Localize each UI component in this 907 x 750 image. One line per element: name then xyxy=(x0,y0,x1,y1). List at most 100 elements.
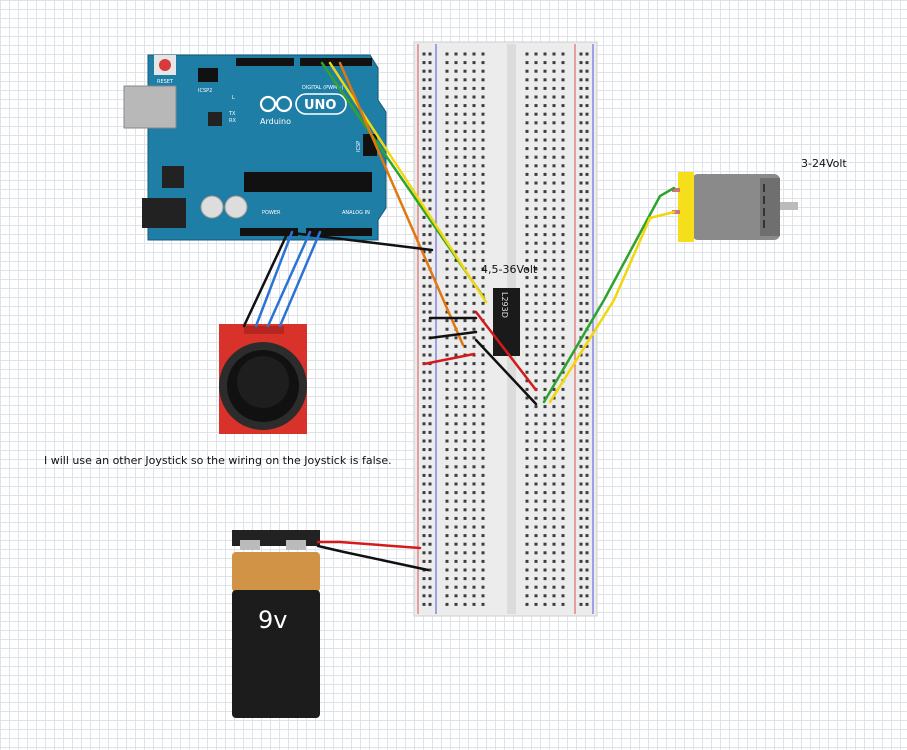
breadboard-hole xyxy=(561,319,565,323)
breadboard-hole xyxy=(585,516,589,520)
breadboard-hole xyxy=(585,172,589,176)
breadboard-hole xyxy=(481,241,485,245)
breadboard-hole xyxy=(445,86,449,90)
breadboard-hole xyxy=(454,267,458,271)
breadboard-hole xyxy=(543,336,547,340)
breadboard-hole xyxy=(463,155,467,159)
breadboard-hole xyxy=(534,379,538,383)
breadboard-hole xyxy=(454,155,458,159)
wiring-note: I will use an other Joystick so the wiri… xyxy=(44,454,392,467)
breadboard-hole xyxy=(585,430,589,434)
wire-red-battery xyxy=(316,540,422,550)
battery-terminal-1 xyxy=(240,540,260,550)
breadboard-hole xyxy=(561,405,565,409)
joystick-pins xyxy=(244,326,284,334)
breadboard-hole xyxy=(525,551,529,555)
breadboard-hole xyxy=(585,551,589,555)
breadboard-hole xyxy=(534,138,538,142)
breadboard-hole xyxy=(428,456,432,460)
breadboard-hole xyxy=(534,301,538,305)
breadboard-hole xyxy=(428,293,432,297)
breadboard-hole xyxy=(552,104,556,108)
tx-label: TX xyxy=(228,111,236,117)
breadboard-hole xyxy=(525,439,529,443)
breadboard-hole xyxy=(585,336,589,340)
breadboard-hole xyxy=(454,112,458,116)
breadboard-hole xyxy=(428,276,432,280)
breadboard-hole xyxy=(454,284,458,288)
digital-label: DIGITAL (PWM~) xyxy=(302,85,344,91)
breadboard-hole xyxy=(445,534,449,538)
breadboard-hole xyxy=(552,95,556,99)
breadboard-hole xyxy=(525,594,529,598)
breadboard-hole xyxy=(422,534,426,538)
breadboard-hole xyxy=(422,129,426,133)
breadboard-hole xyxy=(422,430,426,434)
breadboard-hole xyxy=(428,284,432,288)
breadboard-hole xyxy=(463,78,467,82)
breadboard-hole xyxy=(422,215,426,219)
breadboard-hole xyxy=(445,301,449,305)
breadboard-hole xyxy=(454,482,458,486)
breadboard-hole xyxy=(534,559,538,563)
breadboard-hole xyxy=(454,78,458,82)
breadboard-hole xyxy=(422,138,426,142)
breadboard-hole xyxy=(534,362,538,366)
breadboard-hole xyxy=(481,284,485,288)
breadboard-hole xyxy=(472,104,476,108)
breadboard-hole xyxy=(543,95,547,99)
breadboard-hole xyxy=(428,95,432,99)
breadboard-hole xyxy=(552,198,556,202)
breadboard-hole xyxy=(561,413,565,417)
breadboard-hole xyxy=(534,353,538,357)
brand-name: Arduino xyxy=(260,117,291,126)
breadboard-hole xyxy=(445,387,449,391)
breadboard-hole xyxy=(472,491,476,495)
breadboard-hole xyxy=(422,508,426,512)
breadboard-hole xyxy=(579,69,583,73)
breadboard-hole xyxy=(561,396,565,400)
breadboard-hole xyxy=(534,121,538,125)
breadboard-hole xyxy=(561,534,565,538)
chip-body xyxy=(493,288,520,356)
breadboard-hole xyxy=(525,78,529,82)
breadboard-hole xyxy=(525,319,529,323)
breadboard-hole xyxy=(552,138,556,142)
breadboard-hole xyxy=(472,344,476,348)
breadboard-hole xyxy=(463,499,467,503)
breadboard-hole xyxy=(472,594,476,598)
breadboard-hole xyxy=(585,396,589,400)
breadboard-hole xyxy=(525,525,529,529)
breadboard-hole xyxy=(579,276,583,280)
breadboard-hole xyxy=(525,499,529,503)
breadboard-hole xyxy=(428,69,432,73)
breadboard-hole xyxy=(534,473,538,477)
breadboard-hole xyxy=(445,267,449,271)
breadboard-hole xyxy=(445,396,449,400)
breadboard-hole xyxy=(543,172,547,176)
chip-label: L293D xyxy=(500,292,509,318)
breadboard-hole xyxy=(463,112,467,116)
breadboard-hole xyxy=(454,551,458,555)
breadboard-hole xyxy=(422,190,426,194)
breadboard-hole xyxy=(454,215,458,219)
breadboard-hole xyxy=(428,465,432,469)
breadboard-hole xyxy=(552,233,556,237)
breadboard-hole xyxy=(561,104,565,108)
breadboard-hole xyxy=(472,233,476,237)
breadboard-hole xyxy=(561,491,565,495)
breadboard-hole xyxy=(472,387,476,391)
breadboard-hole xyxy=(472,190,476,194)
breadboard-hole xyxy=(543,301,547,305)
breadboard-hole xyxy=(585,379,589,383)
breadboard-hole xyxy=(579,594,583,598)
breadboard-hole xyxy=(525,577,529,581)
breadboard-hole xyxy=(472,310,476,314)
breadboard-hole xyxy=(445,147,449,151)
breadboard-hole xyxy=(543,164,547,168)
breadboard-hole xyxy=(454,147,458,151)
breadboard-hole xyxy=(561,181,565,185)
breadboard-hole xyxy=(552,69,556,73)
breadboard-hole xyxy=(543,61,547,65)
breadboard-hole xyxy=(561,86,565,90)
